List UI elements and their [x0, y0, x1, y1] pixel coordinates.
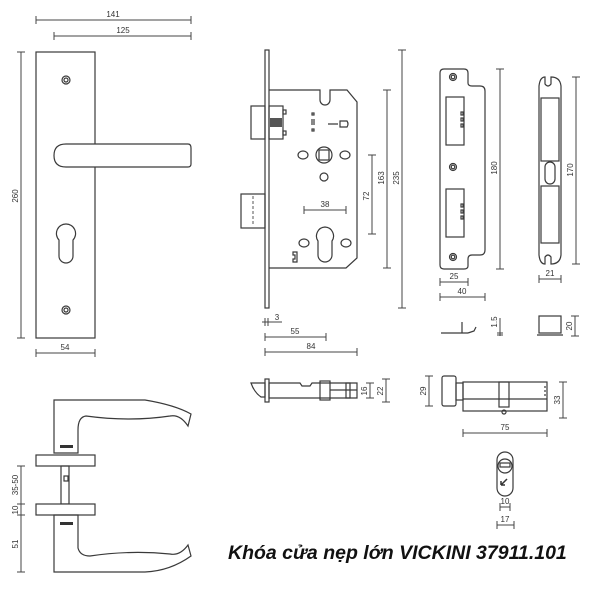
- dim-label-10-rose: 10: [11, 505, 20, 514]
- cylinder-drawing: 29 33 75 10 17: [419, 375, 567, 529]
- dim-label-170: 170: [566, 163, 575, 177]
- product-title: Khóa cửa nẹp lớn VICKINI 37911.101: [228, 542, 567, 564]
- lever-handle: [53, 143, 192, 168]
- dim-label-75: 75: [501, 423, 510, 432]
- dim-label-17: 17: [501, 515, 510, 524]
- dim-label-180: 180: [490, 161, 499, 175]
- dim-label-235: 235: [392, 171, 401, 185]
- cylinder-hole: [315, 226, 335, 263]
- lower-lever: [53, 514, 192, 573]
- spindle-body: [268, 382, 358, 399]
- dead-bolt: [240, 193, 266, 229]
- strike-box-drawing: 170 21 20: [537, 76, 580, 337]
- spindle-tip: [250, 382, 266, 398]
- follower-hub: [315, 146, 333, 164]
- upper-rose: [35, 454, 96, 467]
- cylinder-cam: [498, 381, 510, 408]
- dim-label-1-5: 1.5: [490, 316, 499, 328]
- strike-plate-drawing: 180 25 40 1.5: [439, 68, 504, 336]
- lock-faceplate: [264, 49, 270, 309]
- strike-box: [538, 76, 562, 265]
- dim-label-84: 84: [307, 342, 316, 351]
- strike-plate: [439, 68, 486, 270]
- screw-hole-top: [61, 75, 71, 85]
- lock-body: [269, 89, 358, 269]
- dim-label-10-cam: 10: [501, 497, 510, 506]
- escutcheon-plate: [35, 51, 96, 339]
- dim-label-125: 125: [116, 26, 130, 35]
- dim-label-20: 20: [565, 321, 574, 330]
- lever-rose-drawing: 35-50 10 51: [11, 399, 192, 573]
- mortise-lock-drawing: 38 72 163 235 3 55 84: [240, 49, 406, 356]
- thumbturn-knob: [441, 375, 457, 407]
- dim-label-260: 260: [11, 189, 20, 203]
- strike-box-profile: [538, 315, 562, 334]
- dim-label-163: 163: [377, 171, 386, 185]
- dim-label-72: 72: [362, 191, 371, 200]
- dim-label-35-50: 35-50: [11, 474, 20, 495]
- dim-label-3: 3: [275, 313, 280, 322]
- dim-label-16: 16: [360, 386, 369, 395]
- latch-spindle-drawing: 16 22: [250, 378, 390, 403]
- lower-rose: [35, 503, 96, 516]
- dim-label-33: 33: [553, 395, 562, 404]
- dim-label-21: 21: [546, 269, 555, 278]
- screw-hole-bottom: [61, 305, 71, 315]
- dim-label-40: 40: [458, 287, 467, 296]
- dim-label-25: 25: [450, 272, 459, 281]
- euro-keyhole: [55, 223, 77, 264]
- dim-label-51: 51: [11, 539, 20, 548]
- handle-plate-drawing: 141 125 260 54: [11, 10, 192, 357]
- cylinder-profile: [496, 451, 514, 497]
- key-symbol: [328, 120, 349, 128]
- dim-label-29: 29: [419, 386, 428, 395]
- latch-bolt: [250, 105, 266, 140]
- upper-lever: [53, 399, 192, 454]
- dim-label-55: 55: [291, 327, 300, 336]
- dim-label-38: 38: [321, 200, 330, 209]
- dim-label-141: 141: [106, 10, 120, 19]
- dim-label-54: 54: [61, 343, 70, 352]
- dim-label-22: 22: [376, 386, 385, 395]
